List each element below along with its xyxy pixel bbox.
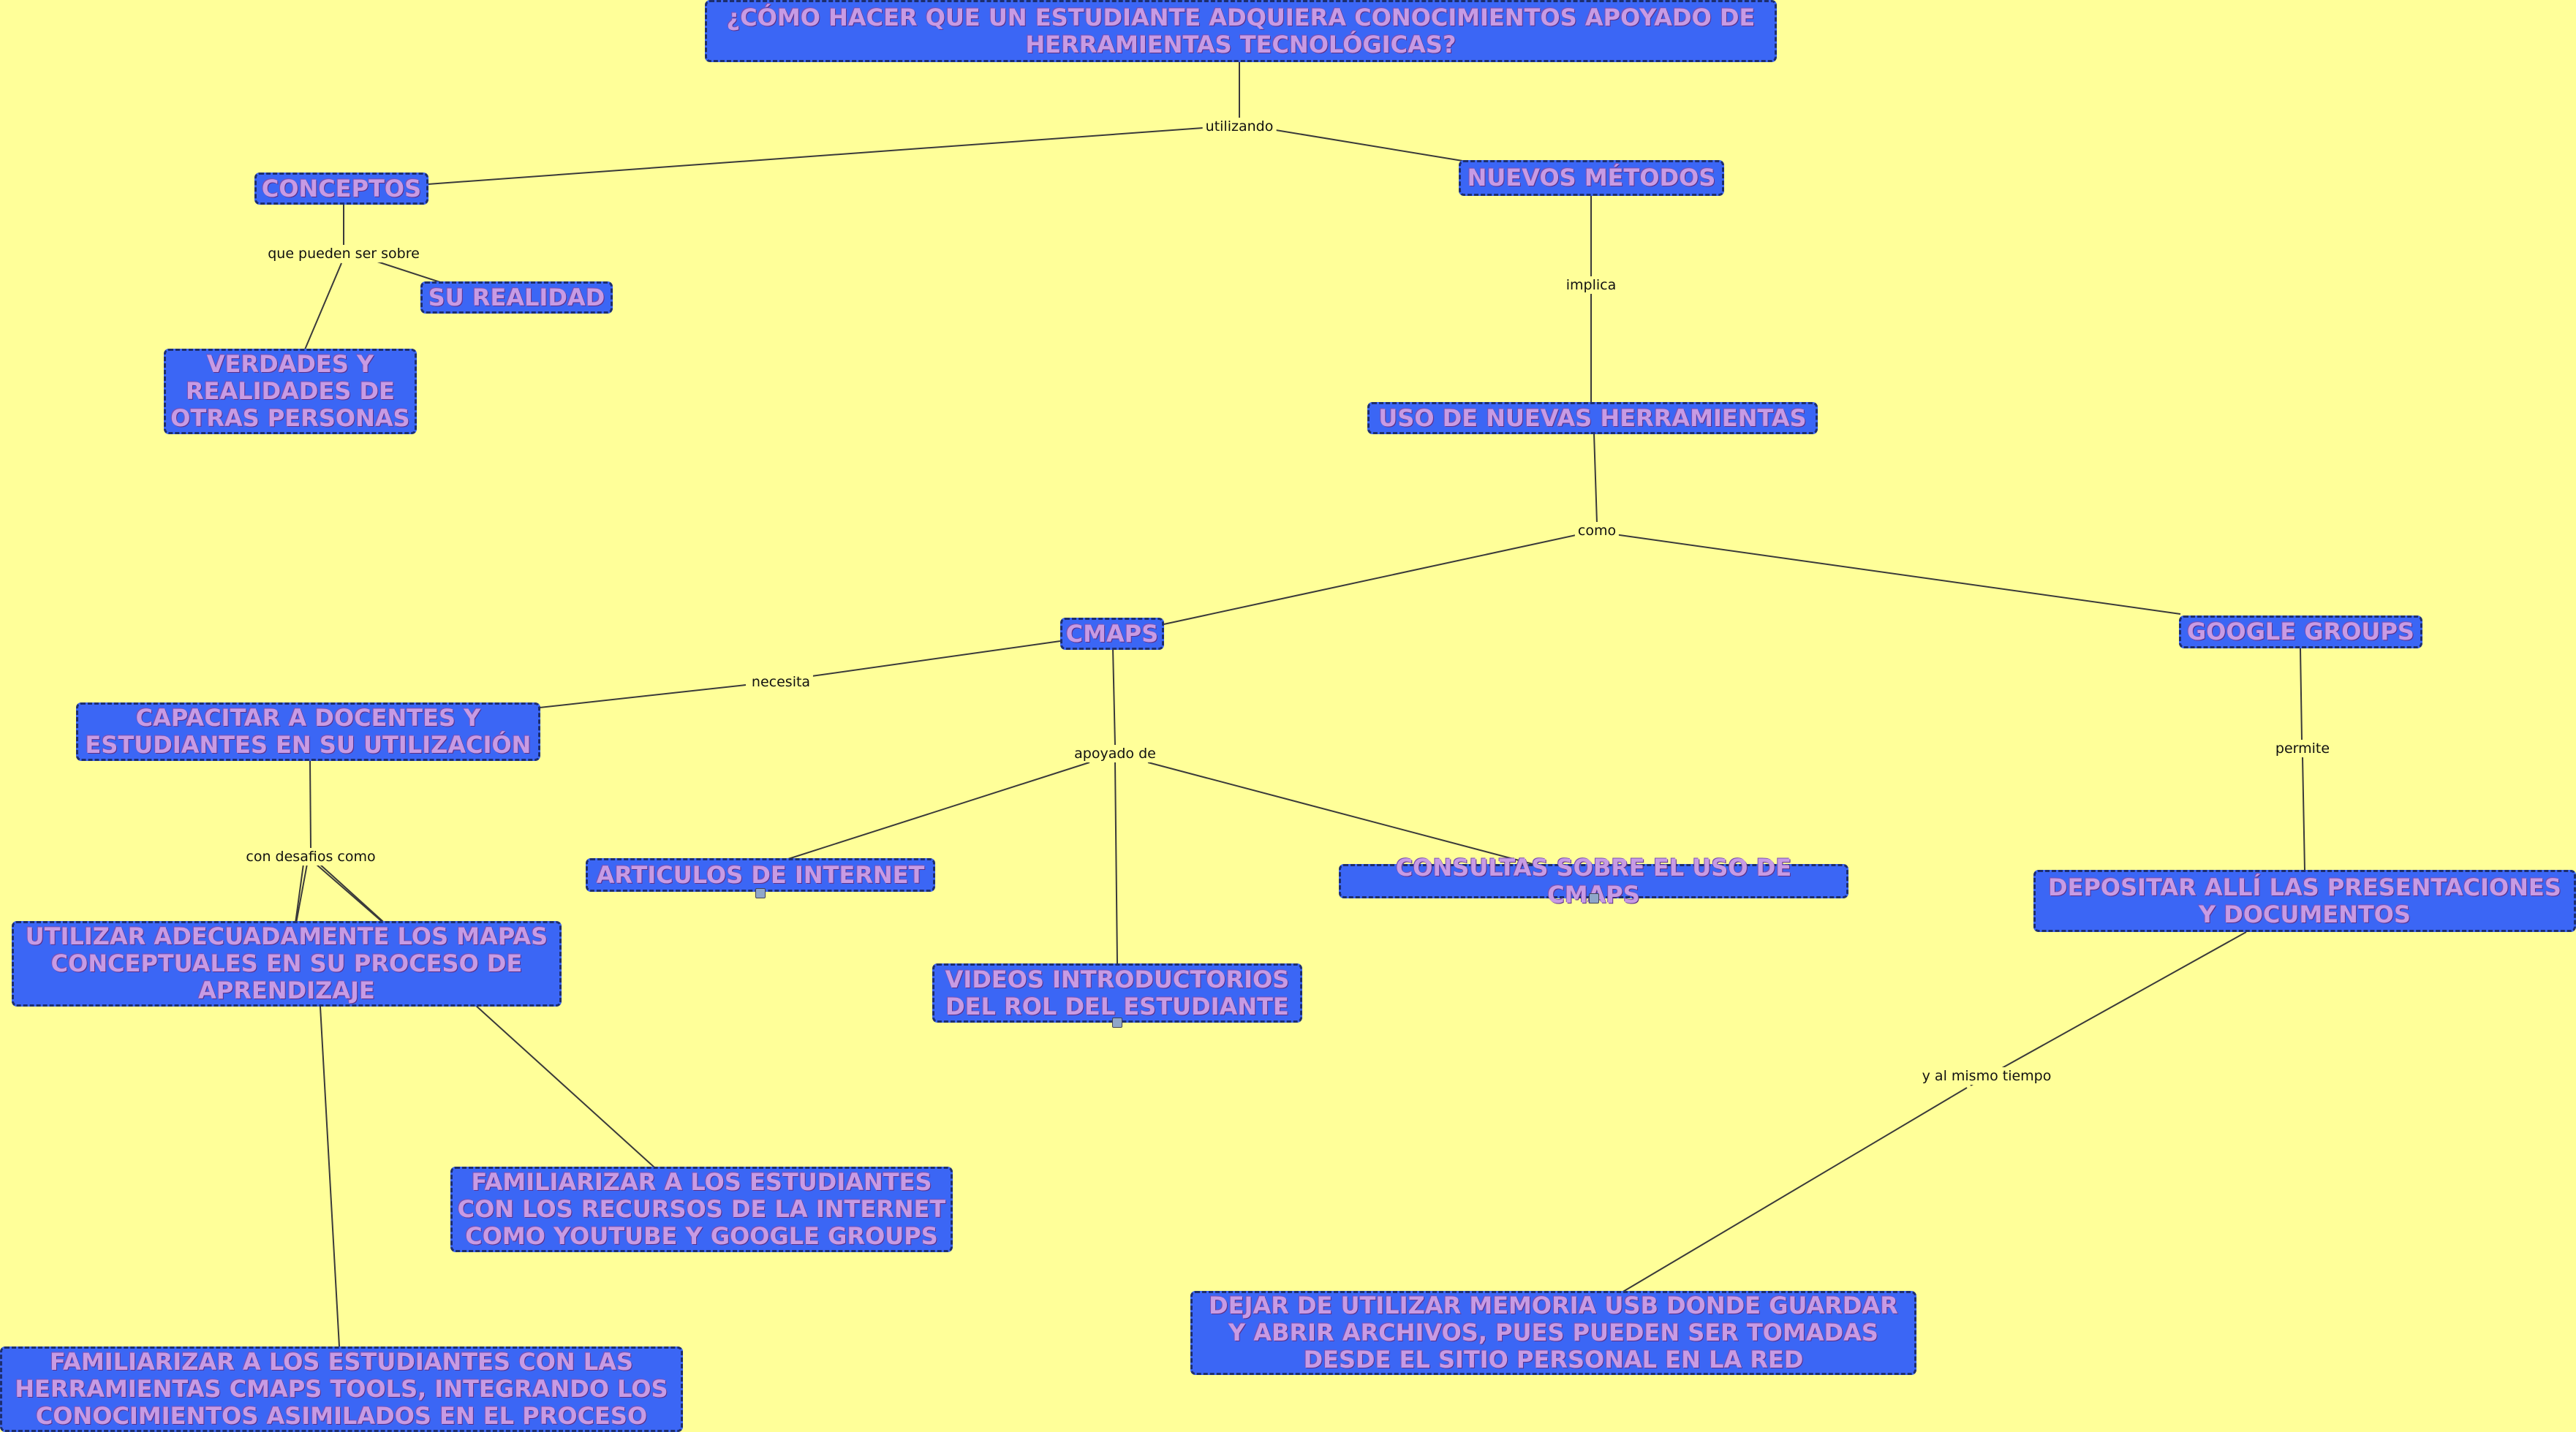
link-line xyxy=(295,863,304,924)
link-line xyxy=(539,684,747,708)
concept-main-question[interactable]: ¿CÓMO HACER QUE UN ESTUDIANTE ADQUIERA C… xyxy=(705,0,1777,62)
concept-cmaps[interactable]: CMAPS xyxy=(1060,618,1164,650)
concept-utilizar-mapas[interactable]: UTILIZAR ADECUADAMENTE LOS MAPAS CONCEPT… xyxy=(12,921,562,1007)
link-label-con-desafios[interactable]: con desafios como xyxy=(243,848,379,865)
attachment-icon[interactable] xyxy=(1112,1018,1122,1028)
concept-google-groups[interactable]: GOOGLE GROUPS xyxy=(2179,615,2422,648)
link-label-necesita[interactable]: necesita xyxy=(748,673,814,691)
concept-conceptos[interactable]: CONCEPTOS xyxy=(254,173,428,205)
concept-su-realidad[interactable]: SU REALIDAD xyxy=(420,281,613,314)
link-label-como[interactable]: como xyxy=(1574,522,1620,539)
link-line xyxy=(785,762,1090,860)
concept-uso-herramientas[interactable]: USO DE NUEVAS HERRAMIENTAS xyxy=(1367,402,1818,434)
link-line xyxy=(427,127,1204,185)
link-line xyxy=(1970,931,2247,1086)
link-line xyxy=(1614,534,2181,615)
link-line xyxy=(2300,648,2303,740)
link-label-permite[interactable]: permite xyxy=(2272,740,2333,757)
link-line xyxy=(372,259,443,284)
link-label-utilizando[interactable]: utilizando xyxy=(1202,118,1277,135)
link-line xyxy=(1593,433,1598,524)
link-line xyxy=(319,863,655,1168)
link-line xyxy=(304,262,342,350)
attachment-icon[interactable] xyxy=(1589,893,1599,903)
link-line xyxy=(295,863,308,924)
link-label-apoyado-de[interactable]: apoyado de xyxy=(1071,745,1159,762)
attachment-icon[interactable] xyxy=(755,888,766,898)
link-line xyxy=(1114,762,1118,964)
concept-videos[interactable]: VIDEOS INTRODUCTORIOS DEL ROL DEL ESTUDI… xyxy=(932,963,1302,1023)
concept-verdades[interactable]: VERDADES Y REALIDADES DE OTRAS PERSONAS xyxy=(164,349,417,434)
link-line xyxy=(811,640,1061,677)
link-label-que-pueden[interactable]: que pueden ser sobre xyxy=(265,245,423,262)
link-line xyxy=(1621,1087,1968,1293)
concept-dejar-usb[interactable]: DEJAR DE UTILIZAR MEMORIA USB DONDE GUAR… xyxy=(1190,1291,1916,1375)
link-line xyxy=(1275,129,1463,162)
link-line xyxy=(2302,757,2305,871)
concept-nuevos-metodos[interactable]: NUEVOS MÉTODOS xyxy=(1459,160,1724,196)
link-line xyxy=(320,1006,340,1347)
link-line xyxy=(309,759,311,849)
concept-familiarizar-cmaps[interactable]: FAMILIARIZAR A LOS ESTUDIANTES CON LAS H… xyxy=(0,1346,683,1432)
link-line xyxy=(1112,648,1116,746)
link-label-y-al-mismo[interactable]: y al mismo tiempo xyxy=(1919,1067,2055,1085)
concept-capacitar[interactable]: CAPACITAR A DOCENTES Y ESTUDIANTES EN SU… xyxy=(76,702,540,761)
link-label-implica[interactable]: implica xyxy=(1563,276,1620,294)
link-line xyxy=(315,863,385,924)
link-line xyxy=(1160,534,1580,626)
concept-articulos[interactable]: ARTICULOS DE INTERNET xyxy=(586,858,935,892)
concept-depositar[interactable]: DEPOSITAR ALLÍ LAS PRESENTACIONES Y DOCU… xyxy=(2033,870,2576,932)
concept-consultas[interactable]: CONSULTAS SOBRE EL USO DE CMAPS xyxy=(1339,854,1848,908)
concept-familiarizar-internet[interactable]: FAMILIARIZAR A LOS ESTUDIANTES CON LOS R… xyxy=(450,1167,953,1252)
link-line xyxy=(1147,762,1536,865)
